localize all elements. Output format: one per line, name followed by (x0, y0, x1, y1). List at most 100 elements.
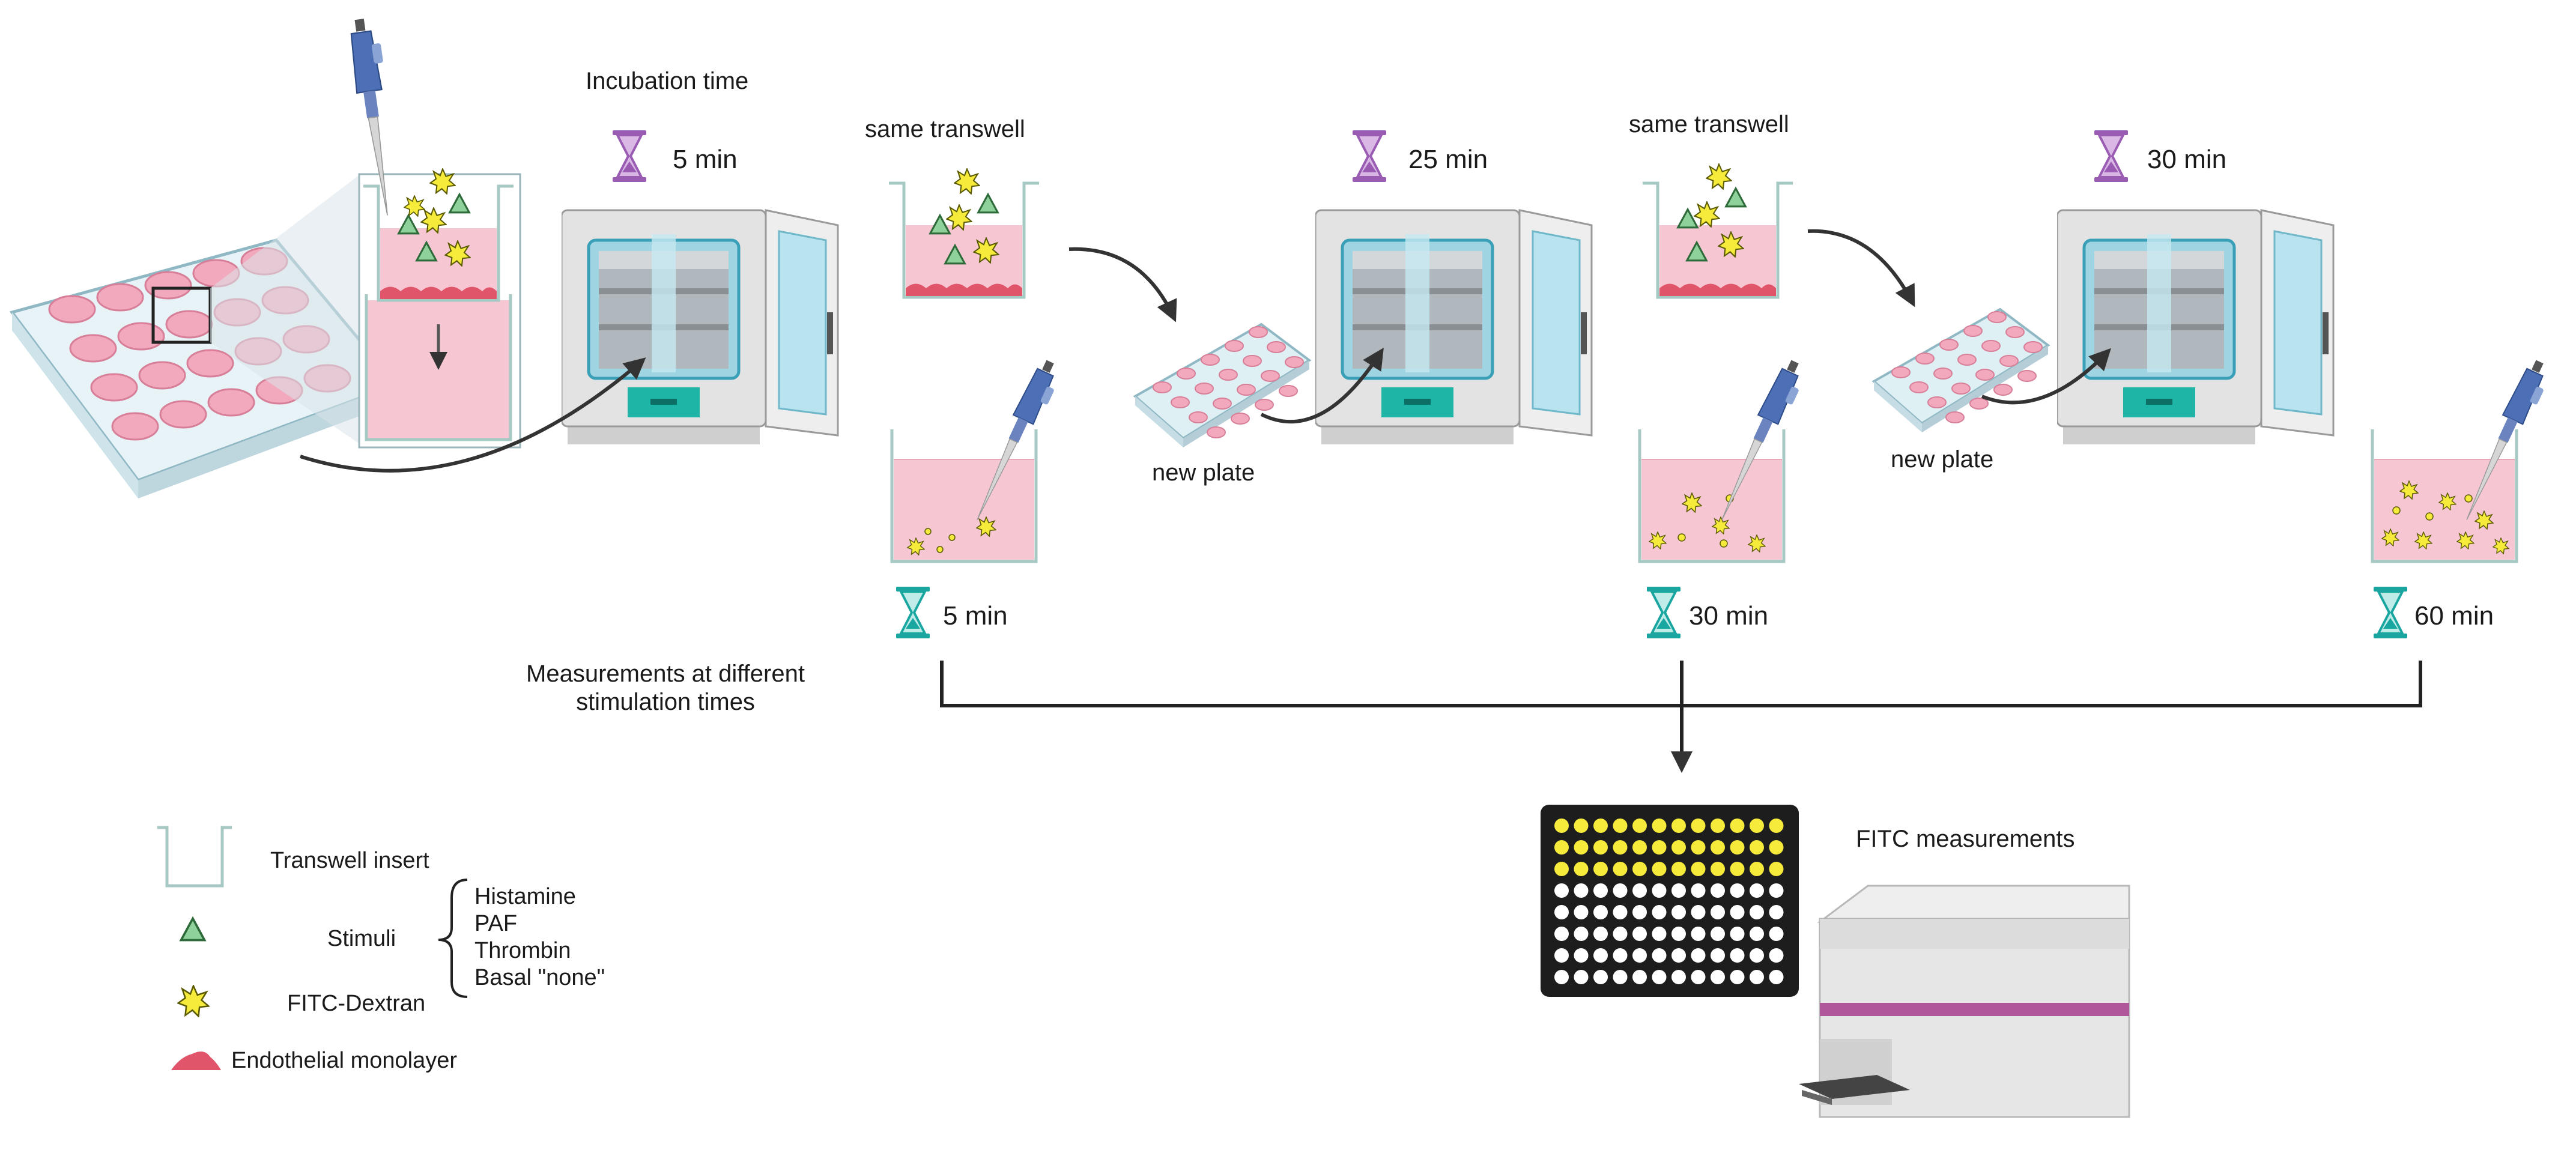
hourglass-teal-icon (895, 586, 931, 640)
fitc-positive-well (1632, 819, 1647, 833)
empty-well (1554, 905, 1569, 919)
empty-well (1769, 905, 1784, 919)
fitc-positive-well (1730, 862, 1745, 876)
sample-beaker-3 (2372, 356, 2555, 561)
starting-well-plate (9, 174, 399, 498)
empty-well (1769, 970, 1784, 984)
stimuli-brace (438, 879, 468, 998)
stimuli-triangle-icon (180, 917, 206, 942)
empty-well (1769, 948, 1784, 963)
hourglass-teal-icon (1646, 586, 1682, 640)
legend-stimuli: Stimuli (327, 926, 396, 951)
empty-well (1711, 948, 1725, 963)
new-plate-label-1: new plate (1152, 459, 1255, 486)
fitc-positive-well (1632, 862, 1647, 876)
empty-well (1593, 883, 1608, 898)
empty-well (1750, 970, 1764, 984)
empty-well (1671, 927, 1686, 941)
same-transwell-insert-1 (889, 168, 1039, 297)
empty-well (1613, 883, 1628, 898)
empty-well (1632, 948, 1647, 963)
empty-well (1711, 927, 1725, 941)
empty-well (1730, 883, 1745, 898)
fitc-positive-well (1691, 840, 1706, 855)
fitc-positive-well (1750, 840, 1764, 855)
incubator-2 (1315, 210, 1592, 444)
stimulus-basal-none: Basal "none" (474, 965, 605, 990)
empty-well (1730, 948, 1745, 963)
fitc-positive-well (1574, 819, 1589, 833)
empty-well (1711, 905, 1725, 919)
fitc-positive-well (1613, 840, 1628, 855)
new-plate-2 (1873, 308, 2049, 434)
fitc-positive-well (1769, 862, 1784, 876)
fitc-positive-well (1593, 840, 1608, 855)
hourglass-purple-icon (2093, 129, 2129, 183)
fitc-dextran-star-icon (177, 985, 210, 1017)
hourglass-teal-icon (2372, 586, 2408, 640)
empty-well (1711, 970, 1725, 984)
incubation-time-label: Incubation time (586, 68, 748, 94)
empty-well (1613, 970, 1628, 984)
plate-reader (1799, 885, 2130, 1118)
sample-beaker-1 (892, 356, 1065, 561)
fitc-positive-well (1593, 862, 1608, 876)
empty-well (1652, 883, 1667, 898)
fitc-positive-well (1769, 840, 1784, 855)
empty-well (1671, 905, 1686, 919)
measurements-label-line2: stimulation times (576, 689, 755, 715)
empty-well (1554, 970, 1569, 984)
legend-transwell-insert: Transwell insert (270, 848, 429, 873)
empty-well (1750, 883, 1764, 898)
legend: Transwell insert Stimuli Histamine PAF T… (157, 826, 605, 1073)
empty-well (1691, 883, 1706, 898)
measurement-bracket (940, 661, 2422, 773)
stimulation-1-time: 5 min (943, 601, 1008, 631)
endothelial-monolayer-icon (171, 1052, 221, 1070)
fitc-positive-well (1652, 862, 1667, 876)
incubation-1-time: 5 min (673, 145, 738, 174)
fitc-positive-well (1711, 840, 1725, 855)
incubation-3-time: 30 min (2147, 145, 2226, 174)
transwell-insert-icon (157, 826, 232, 888)
empty-well (1652, 948, 1667, 963)
empty-well (1574, 883, 1589, 898)
empty-well (1671, 883, 1686, 898)
stimulation-2-time: 30 min (1689, 601, 1768, 631)
empty-well (1613, 905, 1628, 919)
incubator-1 (562, 210, 838, 444)
empty-well (1671, 948, 1686, 963)
hourglass-purple-icon (611, 129, 647, 183)
fitc-positive-well (1632, 840, 1647, 855)
fitc-positive-well (1671, 819, 1686, 833)
fitc-positive-well (1554, 840, 1569, 855)
fitc-positive-well (1554, 819, 1569, 833)
empty-well (1574, 970, 1589, 984)
empty-well (1632, 905, 1647, 919)
fitc-positive-well (1750, 819, 1764, 833)
fitc-positive-well (1613, 819, 1628, 833)
legend-endothelial-monolayer: Endothelial monolayer (231, 1048, 457, 1073)
empty-well (1632, 970, 1647, 984)
empty-well (1593, 927, 1608, 941)
empty-well (1574, 905, 1589, 919)
same-transwell-label-1: same transwell (865, 116, 1025, 142)
empty-well (1652, 927, 1667, 941)
empty-well (1730, 927, 1745, 941)
empty-well (1574, 927, 1589, 941)
fitc-positive-well (1691, 862, 1706, 876)
new-plate-1 (1134, 323, 1311, 449)
empty-well (1613, 927, 1628, 941)
stimulation-3-time: 60 min (2414, 601, 2494, 631)
empty-well (1691, 927, 1706, 941)
empty-well (1554, 883, 1569, 898)
empty-well (1691, 970, 1706, 984)
empty-well (1632, 883, 1647, 898)
empty-well (1691, 905, 1706, 919)
fitc-positive-well (1671, 840, 1686, 855)
fitc-positive-well (1554, 862, 1569, 876)
empty-well (1730, 905, 1745, 919)
fitc-positive-well (1750, 862, 1764, 876)
hourglass-purple-icon (1351, 129, 1387, 183)
empty-well (1769, 883, 1784, 898)
